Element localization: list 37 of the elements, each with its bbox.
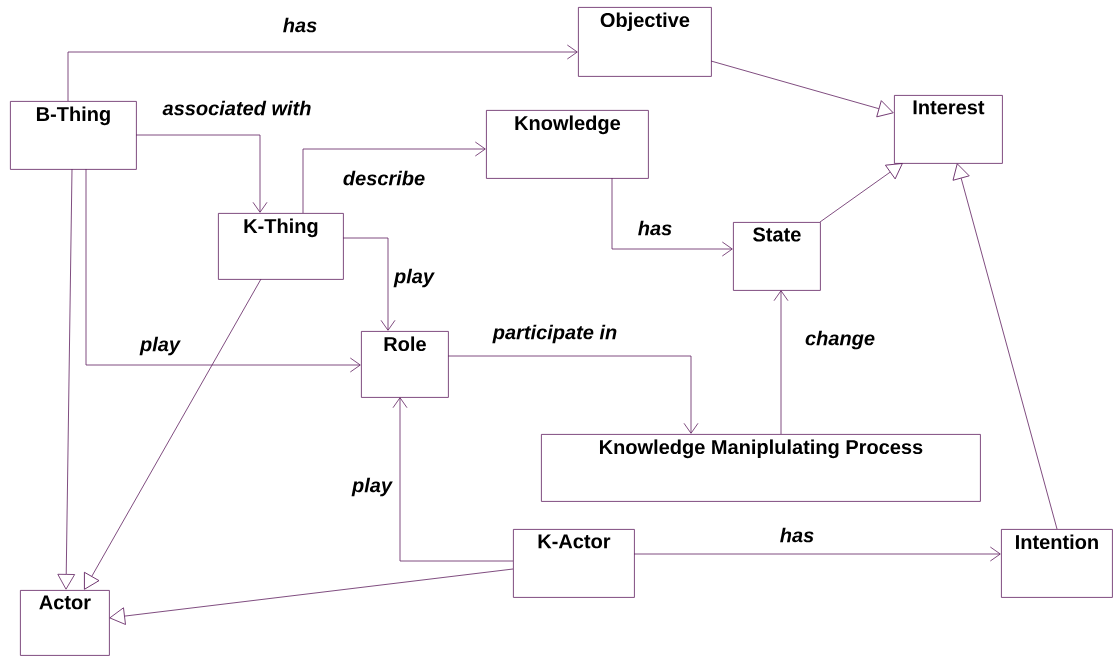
arrow (633, 546, 1001, 562)
class-box: Interest (894, 95, 1003, 164)
class-box: K-Actor (513, 529, 635, 598)
generalization-arrow (57, 168, 76, 590)
class-box: Knowledge Maniplulating Process (541, 434, 981, 502)
class-box: State (733, 222, 821, 291)
class-box: Actor (20, 590, 110, 656)
edge-label: has (780, 527, 814, 543)
arrow (85, 168, 361, 373)
class-box: B-Thing (10, 101, 137, 170)
arrow (342, 237, 396, 331)
edge-label: participate in (492, 324, 617, 344)
generalization-arrow (109, 568, 514, 625)
class-box: Intention (1001, 529, 1113, 598)
class-box: Role (361, 331, 449, 398)
arrow (611, 177, 733, 257)
arrow (392, 397, 514, 562)
edge-label: describe (343, 170, 425, 186)
arrow (67, 44, 578, 102)
generalization-arrow (819, 163, 903, 223)
generalization-arrow (84, 278, 262, 590)
class-box: K-Thing (218, 213, 344, 280)
edge-label: has (638, 220, 672, 236)
edge-label: change (805, 330, 875, 350)
class-box: Knowledge (486, 110, 649, 179)
arrow (447, 355, 699, 434)
arrow (135, 134, 268, 213)
edge-label: associated with (162, 100, 311, 116)
generalization-arrow (710, 60, 894, 118)
generalization-arrow (952, 163, 1058, 530)
edge-label: play (393, 268, 435, 288)
edge-label: has (283, 17, 317, 33)
arrow (302, 141, 486, 214)
edge-label: play (139, 336, 181, 356)
arrow (773, 290, 789, 435)
edge-label: play (351, 477, 393, 497)
class-box: Objective (578, 7, 712, 77)
